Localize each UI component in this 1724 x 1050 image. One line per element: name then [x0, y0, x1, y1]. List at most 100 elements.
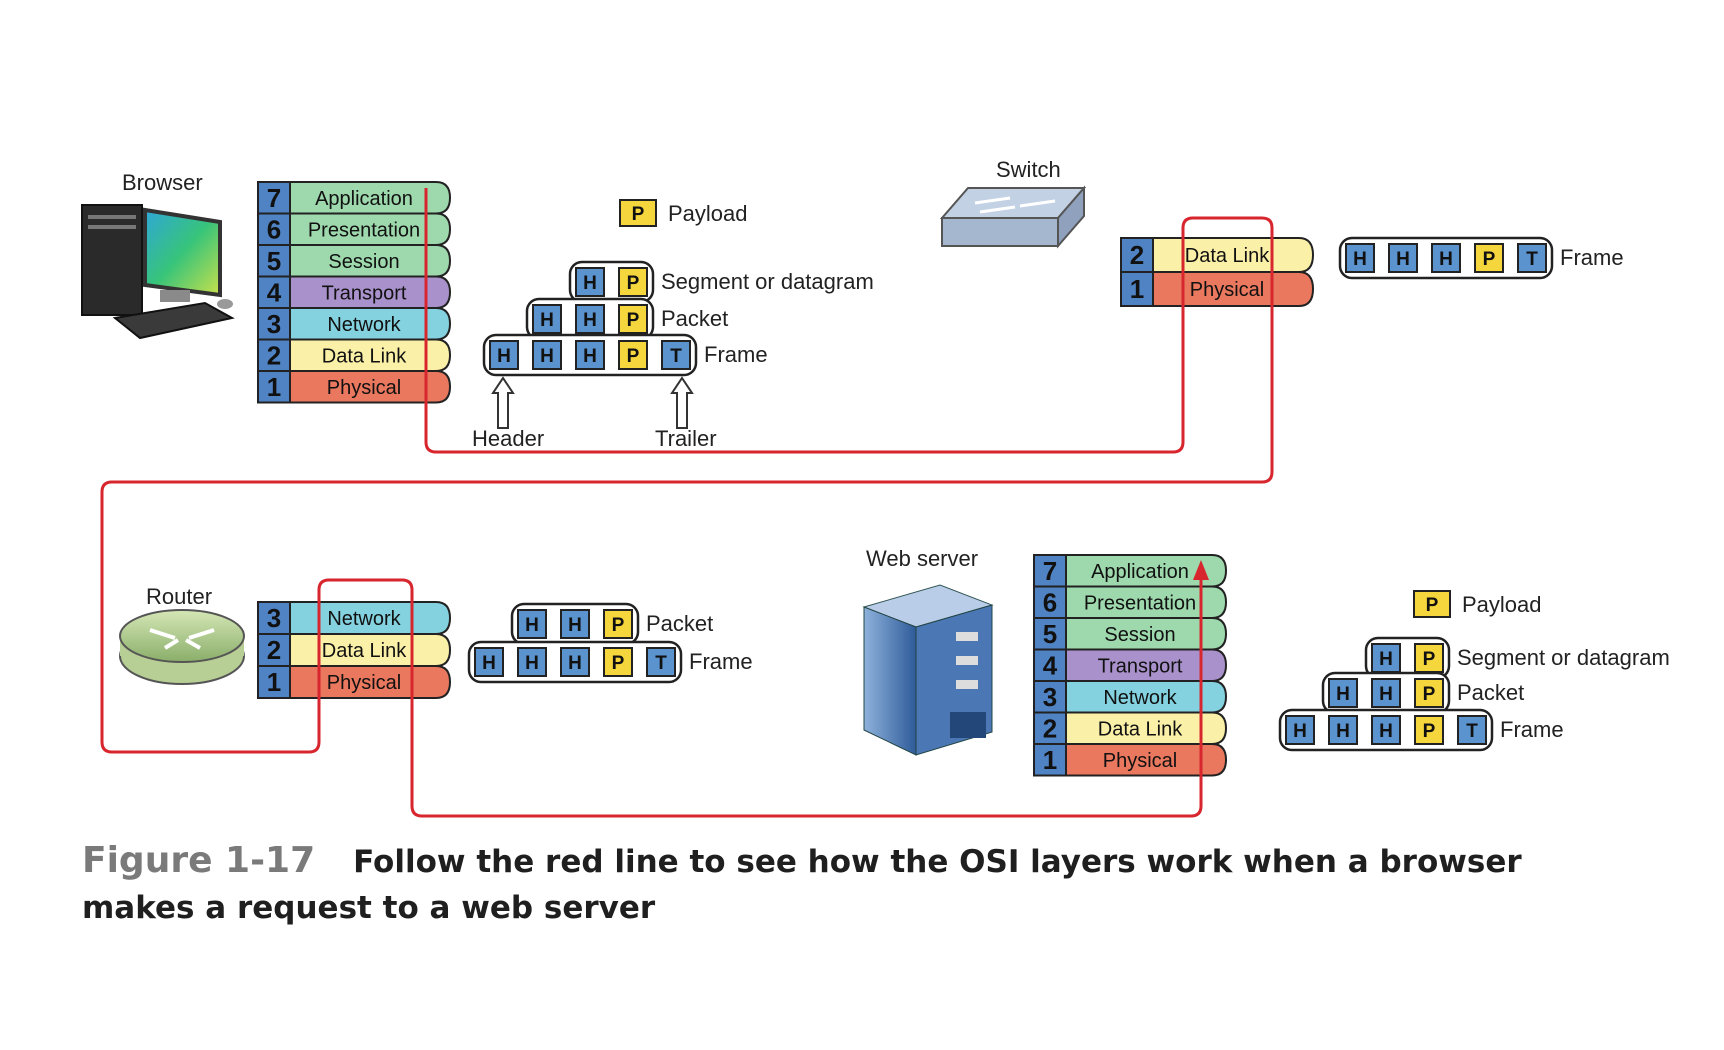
- packet-row-label: Packet: [646, 611, 713, 636]
- header-cell: [1371, 715, 1401, 745]
- computer-icon: [81, 204, 235, 340]
- cell-letter: T: [1526, 249, 1538, 270]
- frame-row-label: Frame: [1560, 245, 1624, 270]
- header-cell: [474, 647, 504, 677]
- layer-name: Session: [1104, 624, 1175, 646]
- segment-row-label: Segment or datagram: [661, 269, 874, 294]
- header-cell: [1431, 243, 1461, 273]
- cell-letter: H: [1336, 721, 1350, 742]
- header-cell: [1328, 678, 1358, 708]
- trailer-arrow-icon: [670, 376, 694, 429]
- layer-name: Data Link: [322, 345, 407, 367]
- trailer-cell: [1457, 715, 1487, 745]
- header-cell: [1285, 715, 1315, 745]
- segment-row-label: Segment or datagram: [1457, 645, 1670, 670]
- trailer-label: Trailer: [655, 426, 717, 451]
- payload-legend-label: Payload: [668, 201, 748, 226]
- layer-number: 2: [1130, 240, 1144, 270]
- router-label: Router: [146, 584, 212, 609]
- layer-name: Data Link: [1185, 245, 1270, 267]
- switch-icon: [939, 185, 1087, 249]
- red-arrowhead-icon: [1193, 560, 1209, 580]
- header-cell: [517, 647, 547, 677]
- cell-letter: P: [1423, 721, 1436, 742]
- cell-letter: H: [525, 653, 539, 674]
- layer-number-box: [1033, 648, 1067, 682]
- layer-name: Transport: [1098, 655, 1183, 677]
- layer-name: Network: [327, 608, 401, 630]
- cell-letter: H: [540, 346, 554, 367]
- frame-row-label: Frame: [689, 649, 753, 674]
- cell-letter: T: [670, 346, 682, 367]
- payload-cell: [619, 199, 657, 227]
- frame-row: H H H P T Frame: [1338, 236, 1624, 280]
- layer-number: 3: [267, 603, 281, 633]
- cell-letter: P: [612, 653, 625, 674]
- layer-number-box: [1033, 711, 1067, 745]
- header-cell: [517, 609, 547, 639]
- payload-cell: [618, 340, 648, 370]
- frame-row-label: Frame: [1500, 717, 1564, 742]
- cell-letter: H: [1353, 249, 1367, 270]
- layer-number-box: [257, 370, 291, 404]
- cell-letter: P: [627, 273, 640, 294]
- layer-bar: [289, 665, 452, 699]
- cell-letter: P: [1483, 249, 1496, 270]
- layer-number: 1: [1043, 745, 1057, 775]
- browser-label: Browser: [122, 170, 203, 195]
- cell-letter: H: [1439, 249, 1453, 270]
- cell-letter: H: [1379, 721, 1393, 742]
- header-cell: [1388, 243, 1418, 273]
- trailer-cell: [661, 340, 691, 370]
- layer-name: Application: [315, 188, 413, 210]
- cell-letter: H: [568, 653, 582, 674]
- cell-letter: P: [627, 310, 640, 331]
- layer-number: 4: [1043, 650, 1058, 680]
- server-layer-4: 4 Transport: [1033, 648, 1228, 682]
- layer-number: 6: [1043, 587, 1057, 617]
- cell-letter: H: [1336, 684, 1350, 705]
- cell-letter: T: [655, 653, 667, 674]
- cell-letter: H: [1379, 649, 1393, 670]
- layer-name: Presentation: [308, 219, 420, 241]
- layer-number-box: [257, 665, 291, 699]
- layer-bar: [289, 370, 452, 404]
- cell-letter: H: [1379, 684, 1393, 705]
- layer-name: Data Link: [1098, 718, 1183, 740]
- layer-name: Data Link: [322, 640, 407, 662]
- figure-number: Figure 1-17: [82, 840, 316, 881]
- cell-letter: H: [1396, 249, 1410, 270]
- layer-number: 1: [1130, 274, 1144, 304]
- payload-cell: [1414, 643, 1444, 673]
- cell-letter: H: [568, 615, 582, 636]
- header-cell: [560, 609, 590, 639]
- layer-number: 3: [1043, 682, 1057, 712]
- cell-letter: H: [1293, 721, 1307, 742]
- payload-cell: [1414, 678, 1444, 708]
- header-cell: [1371, 678, 1401, 708]
- layer-name: Physical: [327, 672, 401, 694]
- payload-cell: [603, 647, 633, 677]
- layer-number: 2: [267, 635, 281, 665]
- layer-number: 3: [267, 309, 281, 339]
- server-icon: [862, 584, 994, 756]
